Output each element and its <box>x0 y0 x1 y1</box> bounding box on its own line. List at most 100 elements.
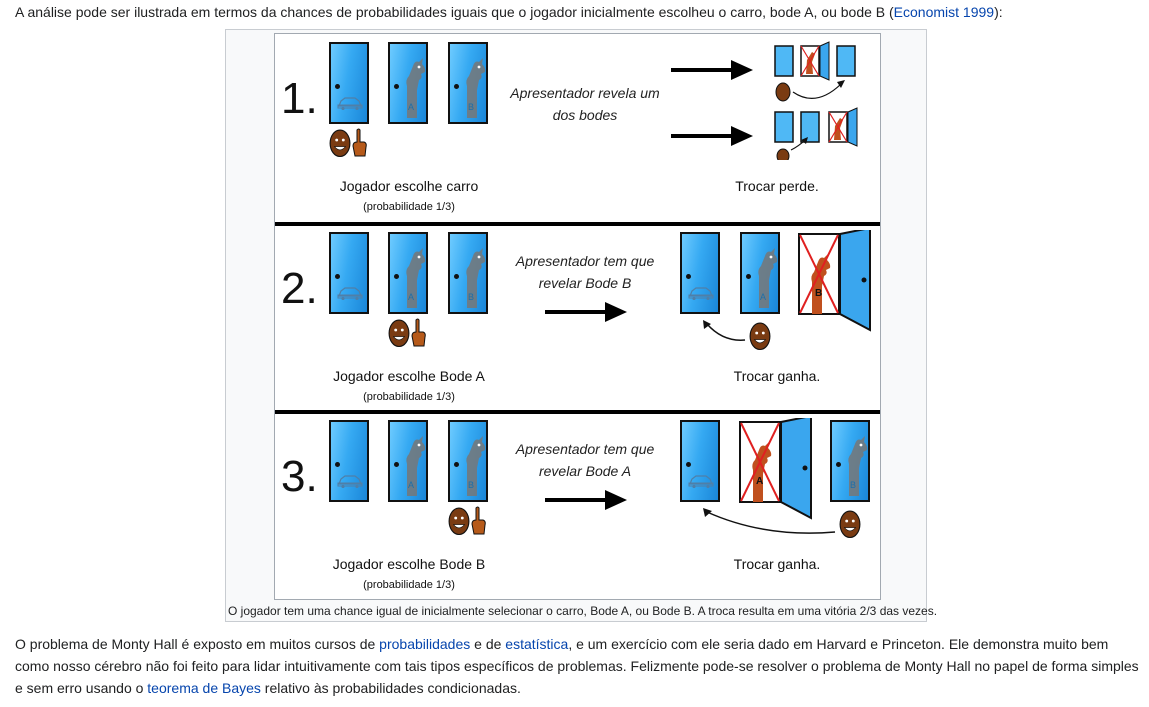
goat-icon <box>406 58 426 118</box>
door: A <box>740 232 780 314</box>
intro-text: A análise pode ser ilustrada em termos d… <box>15 3 1003 21</box>
result-label: Trocar ganha. <box>733 368 821 384</box>
host-face-icon <box>388 319 410 348</box>
door: B <box>448 420 488 502</box>
host <box>749 322 771 356</box>
scenario-1: 1. A B Jogador escolhe carro (probabilidade … <box>275 34 880 222</box>
car-icon <box>337 475 363 488</box>
arrow-icon <box>545 302 627 322</box>
door <box>680 420 720 502</box>
door-knob <box>836 462 841 467</box>
car-icon <box>688 287 714 300</box>
door-knob <box>335 274 340 279</box>
door-letter: B <box>468 102 475 112</box>
revealed-goat-icon <box>739 414 812 520</box>
player-choice-label: Jogador escolhe carro <box>339 178 479 194</box>
outcome-mini-diagram <box>774 41 858 160</box>
para-text: O problema de Monty Hall é exposto em mu… <box>15 636 380 652</box>
door: A <box>388 42 428 124</box>
scenario-number: 3. <box>281 452 318 501</box>
switch-arrow-icon <box>703 508 836 534</box>
scenario-number: 2. <box>281 264 318 313</box>
door-knob <box>746 274 751 279</box>
player-choice-label: Jogador escolhe Bode A <box>333 368 485 384</box>
door-knob <box>686 462 691 467</box>
player-choice-label: Jogador escolhe Bode B <box>332 556 486 572</box>
figure-caption: O jogador tem uma chance igual de inicia… <box>228 604 938 618</box>
door <box>680 232 720 314</box>
player <box>448 506 486 541</box>
monty-hall-figure: 1. A B Jogador escolhe carro (probabilidade … <box>274 33 881 600</box>
goat-icon <box>466 248 486 308</box>
host-face-icon <box>749 322 771 351</box>
switch-arrow-icon <box>703 320 746 341</box>
door: A <box>388 232 428 314</box>
door-letter: A <box>408 480 415 490</box>
arrow-icon <box>545 490 627 510</box>
goat-icon <box>758 248 778 308</box>
host-face-icon <box>839 510 861 539</box>
door <box>329 420 369 502</box>
para-text: e de <box>470 636 506 652</box>
revealed-letter: B <box>815 288 823 299</box>
link-estatistica[interactable]: estatística <box>505 636 569 652</box>
arrow-icon <box>671 60 753 80</box>
door: A <box>388 420 428 502</box>
door-knob <box>335 84 340 89</box>
separator <box>275 222 880 226</box>
host-action-label: Apresentador tem que revelar Bode B <box>515 253 655 291</box>
door-letter: B <box>468 480 475 490</box>
car-icon <box>337 97 363 110</box>
arrow-icon <box>671 126 753 146</box>
intro-before: A análise pode ser ilustrada em termos d… <box>15 4 894 20</box>
scenario-3: 3. A B Jogador escolhe Bode B (probabilidade… <box>275 412 880 599</box>
host-face-icon <box>448 507 470 536</box>
economist-link[interactable]: Economist 1999 <box>893 4 995 20</box>
host-action-label: Apresentador tem que revelar Bode A <box>515 441 655 479</box>
door: B <box>830 420 870 502</box>
host-face-icon <box>329 129 351 158</box>
car-icon <box>337 287 363 300</box>
goat-icon <box>406 248 426 308</box>
revealed-door: A <box>739 414 815 522</box>
door <box>329 232 369 314</box>
door-knob <box>686 274 691 279</box>
goat-icon <box>466 436 486 496</box>
pointing-hand-icon <box>471 506 486 535</box>
result-label: Trocar ganha. <box>733 556 821 572</box>
door-letter: A <box>408 102 415 112</box>
intro-after: ): <box>994 4 1003 20</box>
scenario-number: 1. <box>281 74 318 123</box>
probability-label: (probabilidade 1/3) <box>363 579 455 591</box>
host <box>839 510 861 544</box>
door-knob <box>335 462 340 467</box>
revealed-goat-icon <box>798 226 871 332</box>
door: B <box>448 232 488 314</box>
link-probabilidades[interactable]: probabilidades <box>379 636 471 652</box>
scenario-2: 2. A B Jogador escolhe Bode A (probabilidade… <box>275 224 880 412</box>
door-knob <box>454 274 459 279</box>
goat-icon <box>848 436 868 496</box>
door-knob <box>394 274 399 279</box>
player <box>329 128 367 163</box>
door <box>329 42 369 124</box>
goat-icon <box>406 436 426 496</box>
pointing-hand-icon <box>352 128 367 157</box>
separator <box>275 410 880 414</box>
door-knob <box>394 462 399 467</box>
para-text: , e um exercício com ele seria dado em H… <box>15 636 1139 696</box>
link-teorema-de-bayes[interactable]: teorema de Bayes <box>147 680 261 696</box>
probability-label: (probabilidade 1/3) <box>363 201 455 213</box>
door-knob <box>454 462 459 467</box>
revealed-letter: A <box>756 476 764 487</box>
door-letter: A <box>760 292 767 302</box>
door-letter: A <box>408 292 415 302</box>
player <box>388 318 426 353</box>
probability-label: (probabilidade 1/3) <box>363 391 455 403</box>
door-letter: B <box>468 292 475 302</box>
door-knob <box>454 84 459 89</box>
revealed-door: B <box>798 226 874 334</box>
goat-icon <box>466 58 486 118</box>
pointing-hand-icon <box>411 318 426 347</box>
door: B <box>448 42 488 124</box>
